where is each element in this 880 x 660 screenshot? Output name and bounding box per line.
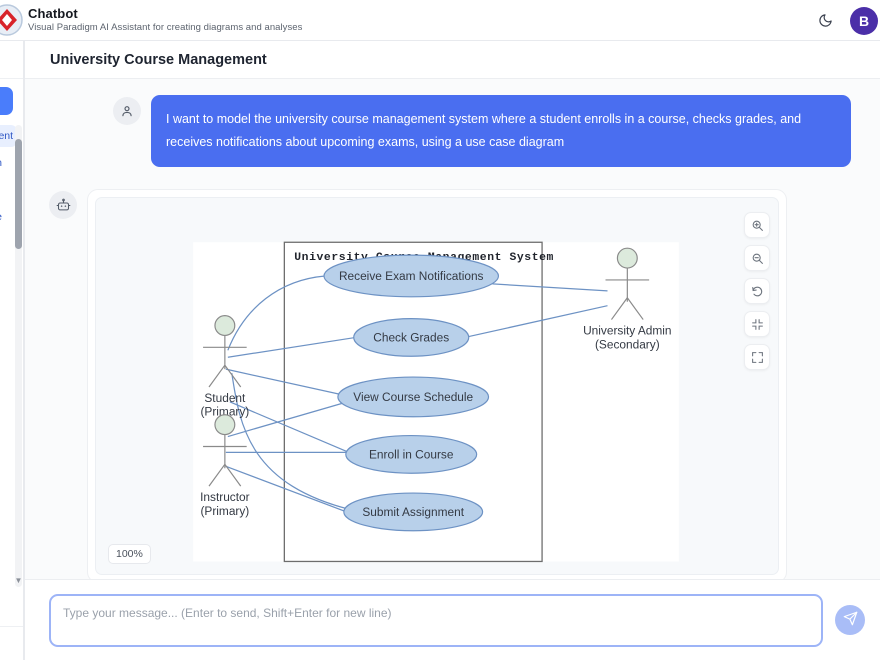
use-case-label-1: Check Grades: [373, 331, 449, 345]
use-case-4[interactable]: Submit Assignment: [343, 492, 484, 532]
reset-icon[interactable]: [744, 278, 770, 305]
zoom-level-badge[interactable]: 100%: [108, 544, 151, 565]
actor-university-admin[interactable]: University Admin (Secondary): [583, 247, 672, 352]
chevron-down-icon[interactable]: ▼: [14, 576, 23, 585]
use-case-2[interactable]: View Course Schedule: [337, 376, 490, 418]
app-subtitle: Visual Paradigm AI Assistant for creatin…: [28, 21, 303, 33]
sidebar-item-0[interactable]: University Course Management: [0, 125, 17, 147]
diagram-connectors: [225, 275, 608, 515]
fit-screen-icon[interactable]: [744, 311, 770, 338]
new-chat-button[interactable]: + New Chat: [0, 87, 13, 115]
message-composer: [25, 579, 880, 660]
sidebar-item-1[interactable]: System Architecture Diagram: [0, 152, 17, 174]
message-input[interactable]: [63, 603, 809, 637]
actor-instructor[interactable]: Instructor (Primary): [200, 414, 250, 518]
use-case-label-2: View Course Schedule: [353, 390, 473, 404]
diagram-viewport[interactable]: University Course Management System: [95, 197, 779, 576]
user-avatar[interactable]: B: [850, 6, 878, 35]
actor-name-admin: University Admin: [583, 324, 671, 338]
chat-message-list[interactable]: I want to model the university course ma…: [25, 79, 880, 619]
user-message-text: I want to model the university course ma…: [151, 95, 851, 168]
diagram-toolbar: [744, 212, 770, 371]
app-header: Chatbot Visual Paradigm AI Assistant for…: [0, 0, 880, 41]
page-title: University Course Management: [50, 51, 267, 68]
use-case-3[interactable]: Enroll in Course: [345, 435, 478, 475]
actor-name-instructor: Instructor: [200, 490, 250, 504]
sidebar-conversation-list[interactable]: ▲ ▼ University Course Management System …: [0, 121, 23, 591]
chat-header: University Course Management: [25, 41, 880, 79]
actor-role-student: (Primary): [200, 405, 249, 419]
send-icon: [843, 611, 858, 629]
actor-role-instructor: (Primary): [200, 504, 249, 518]
use-case-1[interactable]: Check Grades: [353, 318, 470, 358]
actor-role-admin: (Secondary): [595, 338, 660, 352]
fullscreen-icon[interactable]: [744, 344, 770, 371]
sidebar-header: [0, 41, 23, 79]
send-button[interactable]: [835, 605, 865, 635]
sidebar-scrollbar-track[interactable]: [15, 125, 22, 587]
message-user: I want to model the university course ma…: [25, 95, 880, 168]
zoom-in-icon[interactable]: [744, 212, 770, 239]
actor-name-student: Student: [204, 391, 246, 405]
robot-icon: [49, 191, 77, 220]
main-panel: University Course Management I want to m…: [24, 41, 880, 660]
message-assistant: University Course Management System: [25, 167, 880, 584]
use-case-label-3: Enroll in Course: [369, 448, 454, 462]
sidebar-item-3[interactable]: Payment Gateway Sequence: [0, 206, 17, 228]
app-title: Chatbot: [28, 5, 78, 21]
sidebar-scrollbar-thumb[interactable]: [15, 139, 22, 249]
moon-icon[interactable]: [814, 10, 836, 32]
use-case-label-0: Receive Exam Notifications: [339, 269, 484, 283]
sidebar-footer[interactable]: Settings: [0, 626, 23, 660]
composer-input-wrapper[interactable]: [49, 593, 823, 647]
use-case-0[interactable]: Receive Exam Notifications: [323, 254, 500, 298]
actor-student[interactable]: Student (Primary): [200, 315, 249, 419]
zoom-out-icon[interactable]: [744, 245, 770, 272]
sidebar-new-chat-wrap: + New Chat: [0, 79, 23, 121]
use-case-nodes: Receive Exam Notifications Check Grades …: [323, 254, 500, 532]
diagram-card: University Course Management System: [87, 189, 787, 584]
visual-paradigm-logo-icon: [0, 3, 24, 37]
sidebar: + New Chat ▲ ▼ University Course Managem…: [0, 41, 24, 660]
use-case-label-4: Submit Assignment: [362, 505, 464, 519]
user-icon: [113, 97, 141, 125]
header-actions: B: [814, 0, 878, 41]
use-case-diagram[interactable]: University Course Management System: [96, 198, 778, 574]
